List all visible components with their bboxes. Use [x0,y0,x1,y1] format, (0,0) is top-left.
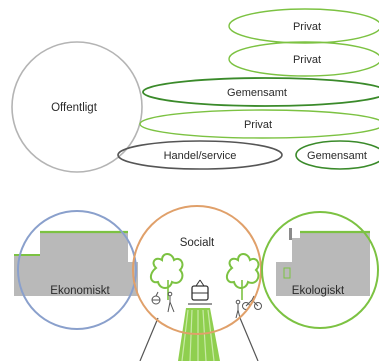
tram-icon [188,279,212,305]
layer-ellipse-4 [139,109,379,139]
layer-label-4: Privat [244,119,272,131]
ekonomiskt-circle [17,210,137,330]
layer-label-6: Gemensamt [307,150,367,162]
layer-label-3: Gemensamt [227,87,287,99]
tree-left [150,253,184,300]
top-diagram: Offentligt Privat Privat Gemensamt Priva… [11,8,379,173]
layer-ellipse-5 [117,140,283,170]
layer-label-5: Handel/service [164,150,237,162]
layer-ellipse-3 [142,77,379,107]
ekologiskt-circle [261,211,379,329]
right-building [276,228,370,296]
layer-ellipse-1 [228,8,379,44]
layer-ellipse-6 [295,140,379,170]
bottom-diagram: Ekonomiskt Socialt Ekologiskt [14,205,379,361]
ekologiskt-label: Ekologiskt [292,285,345,297]
socialt-label: Socialt [180,237,215,249]
tree-right [226,253,260,300]
layer-ellipse-2 [228,41,379,77]
offentligt-label: Offentligt [51,102,98,114]
layer-label-2: Privat [293,54,321,66]
offentligt-circle [11,41,143,173]
layer-label-1: Privat [293,21,321,33]
left-building [14,230,138,296]
ekonomiskt-label: Ekonomiskt [50,285,110,297]
